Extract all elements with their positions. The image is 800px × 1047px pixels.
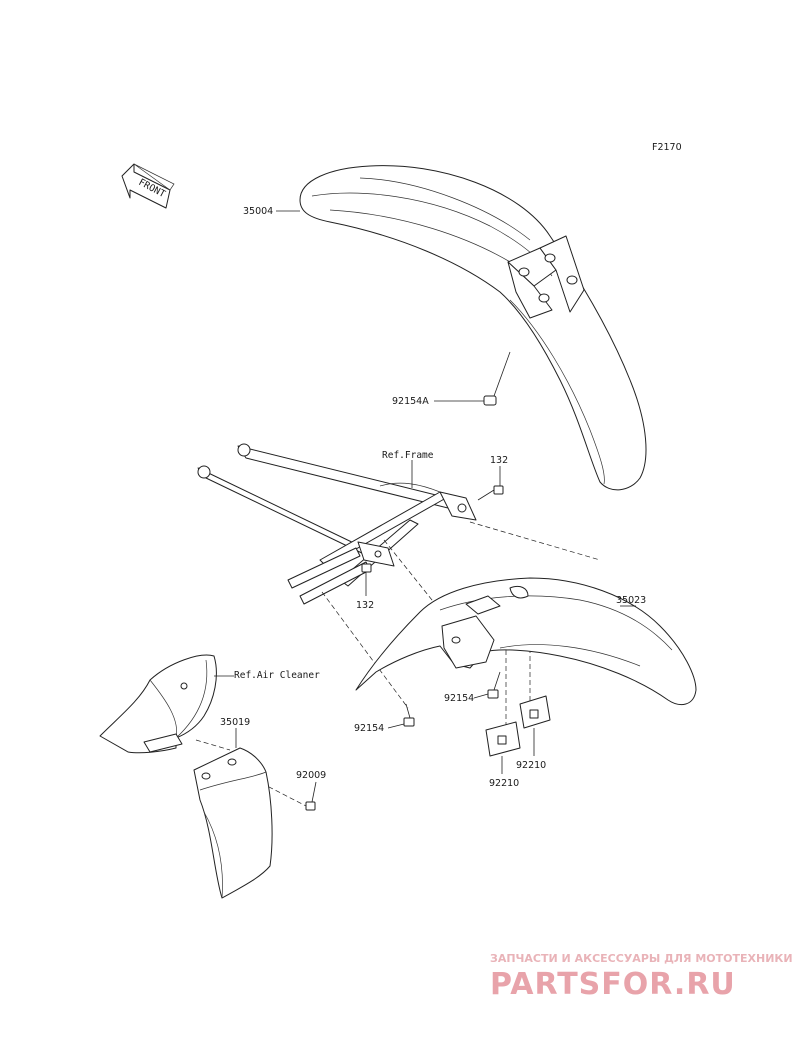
label-92154-left: 92154 — [354, 723, 384, 734]
nut-92210-left — [485, 721, 521, 757]
bolt-92154a — [483, 351, 511, 406]
frame-reference — [197, 443, 477, 605]
label-92154-right: 92154 — [444, 693, 474, 704]
label-92009: 92009 — [296, 770, 326, 781]
screw-92009 — [305, 781, 317, 811]
label-132-upper: 132 — [490, 455, 508, 466]
label-92210-right: 92210 — [516, 760, 546, 771]
bolt-92154-left — [403, 703, 415, 727]
bolt-92154-right — [487, 671, 501, 699]
bolt-132-lower — [361, 563, 372, 596]
rear-fender — [355, 577, 697, 706]
label-ref-frame: Ref.Frame — [382, 450, 434, 461]
nut-92210-right — [519, 695, 551, 729]
bolt-132-upper — [477, 485, 504, 501]
front-fender — [299, 165, 647, 491]
label-35004: 35004 — [243, 206, 273, 217]
figure-code: F2170 — [652, 142, 682, 153]
watermark-brand: PARTSFOR.RU — [490, 967, 736, 1002]
mud-flap — [193, 747, 273, 899]
label-35023: 35023 — [616, 595, 646, 606]
watermark-tagline: ЗАПЧАСТИ И АКСЕССУАРЫ ДЛЯ МОТОТЕХНИКИ — [490, 952, 793, 965]
label-132-lower: 132 — [356, 600, 374, 611]
label-35019: 35019 — [220, 717, 250, 728]
label-ref-air-cleaner: Ref.Air Cleaner — [234, 670, 320, 681]
front-arrow-icon: FRONT — [121, 163, 175, 209]
label-92210-left: 92210 — [489, 778, 519, 789]
label-92154a: 92154A — [392, 396, 429, 407]
air-cleaner-reference — [99, 654, 217, 754]
